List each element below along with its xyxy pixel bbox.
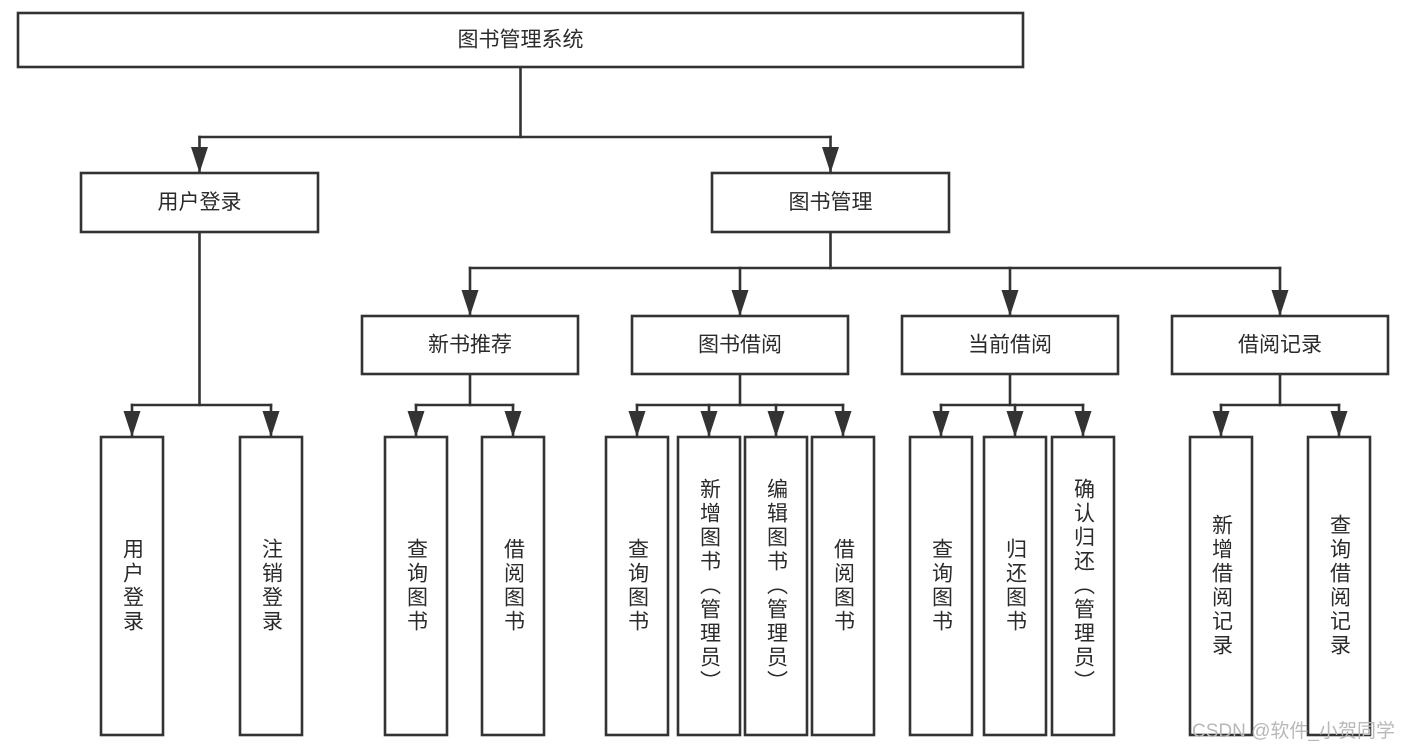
leaf-node-box[interactable] bbox=[1306, 435, 1372, 737]
level3-node-box[interactable] bbox=[630, 314, 850, 376]
arrow-head-icon bbox=[504, 411, 522, 437]
leaf-node-box[interactable] bbox=[1188, 435, 1254, 737]
leaf-node-box[interactable] bbox=[908, 435, 974, 737]
level3-node-label: 图书借阅 bbox=[698, 334, 782, 357]
leaf-node-box[interactable] bbox=[743, 435, 809, 737]
level3-node-box[interactable] bbox=[360, 314, 580, 376]
leaf-node-box[interactable] bbox=[238, 435, 304, 737]
level3-node-box[interactable] bbox=[900, 314, 1120, 376]
arrow-head-icon bbox=[822, 147, 839, 173]
arrow-head-icon bbox=[1006, 411, 1024, 437]
leaf-node-box[interactable] bbox=[1050, 435, 1116, 737]
root-node-label: 图书管理系统 bbox=[458, 29, 584, 52]
leaf-node-box[interactable] bbox=[604, 435, 670, 737]
level2-node-box[interactable] bbox=[710, 171, 951, 234]
arrow-head-icon bbox=[700, 411, 718, 437]
node-layer bbox=[16, 11, 1390, 737]
root-node-box[interactable] bbox=[16, 11, 1025, 69]
leaf-node-box[interactable] bbox=[480, 435, 546, 737]
leaf-node-box[interactable] bbox=[383, 435, 449, 737]
level2-node-label: 图书管理 bbox=[789, 191, 873, 214]
leaf-node-box[interactable] bbox=[676, 435, 742, 737]
csdn-watermark: CSDN @软件_小贺同学 bbox=[1192, 721, 1395, 742]
arrow-head-icon bbox=[1212, 411, 1230, 437]
level3-node-box[interactable] bbox=[1170, 314, 1390, 376]
arrow-head-icon bbox=[1271, 290, 1289, 316]
level3-node-label: 新书推荐 bbox=[428, 334, 512, 357]
leaf-node-box[interactable] bbox=[982, 435, 1048, 737]
arrow-head-icon bbox=[262, 411, 280, 437]
leaf-node-box[interactable] bbox=[99, 435, 165, 737]
arrow-head-icon bbox=[834, 411, 852, 437]
arrow-head-icon bbox=[1001, 290, 1019, 316]
arrow-head-icon bbox=[407, 411, 425, 437]
level3-node-label: 借阅记录 bbox=[1238, 334, 1322, 357]
arrow-head-icon bbox=[731, 290, 749, 316]
connector-layer bbox=[123, 65, 1348, 439]
arrow-head-icon bbox=[932, 411, 950, 437]
arrow-head-icon bbox=[123, 411, 141, 437]
arrow-head-icon bbox=[767, 411, 785, 437]
arrow-head-icon bbox=[191, 147, 208, 173]
arrow-head-icon bbox=[628, 411, 646, 437]
arrow-head-icon bbox=[1330, 411, 1348, 437]
arrow-head-icon bbox=[461, 290, 479, 316]
level2-node-box[interactable] bbox=[79, 171, 320, 234]
arrow-head-icon bbox=[1074, 411, 1092, 437]
leaf-node-box[interactable] bbox=[810, 435, 876, 737]
level2-node-label: 用户登录 bbox=[158, 191, 242, 214]
level3-node-label: 当前借阅 bbox=[968, 334, 1052, 357]
